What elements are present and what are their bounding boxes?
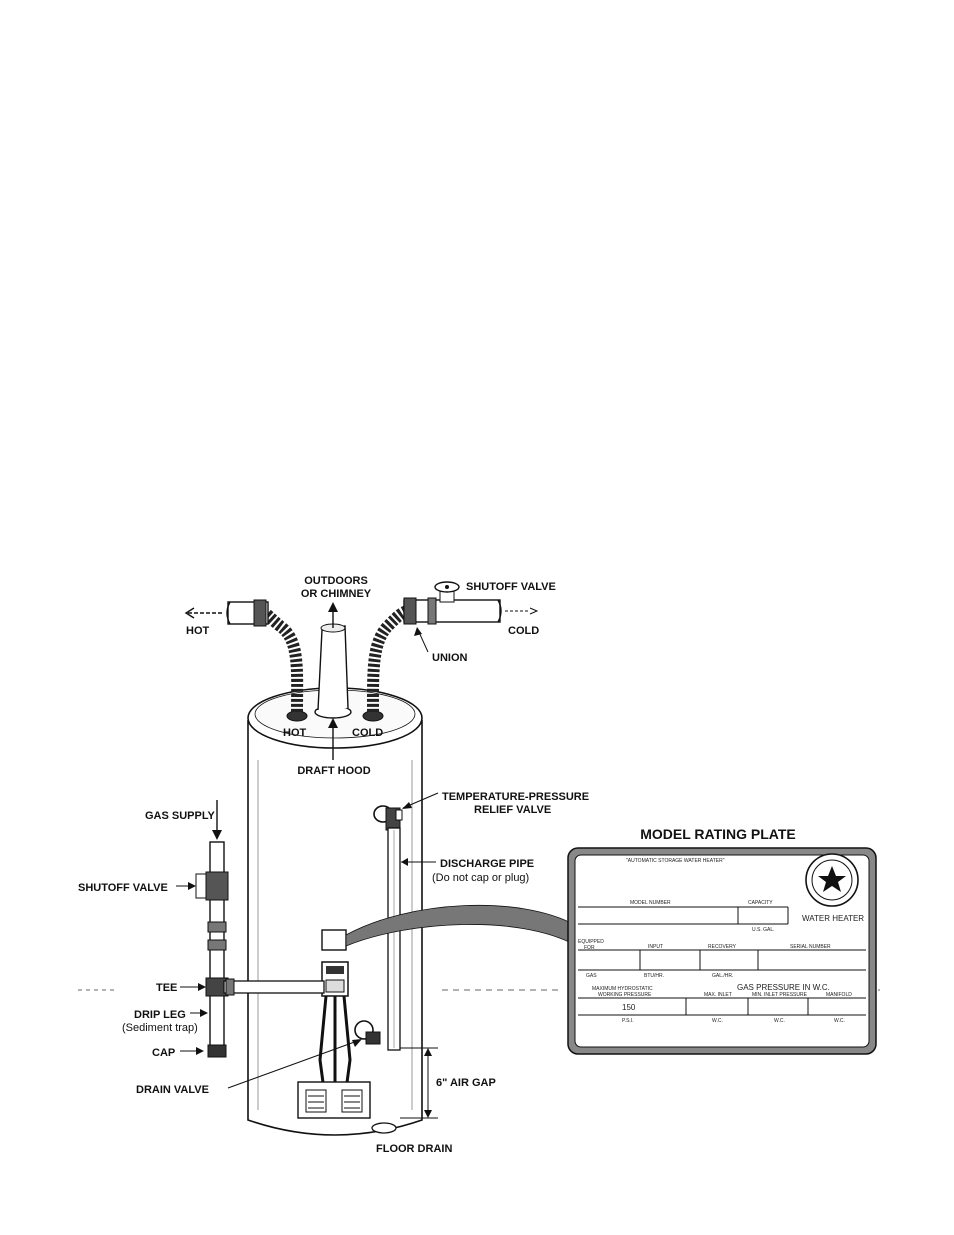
plate-input: INPUT (648, 944, 663, 950)
label-hot-pipe: HOT (186, 625, 210, 637)
plate-max-hydrostatic: MAXIMUM HYDROSTATIC (592, 986, 653, 992)
plate-capacity: CAPACITY (748, 900, 773, 906)
cold-fitting (362, 710, 384, 722)
label-tee: TEE (156, 982, 177, 994)
plate-serial-number: SERIAL NUMBER (790, 944, 831, 950)
gas-supply-piping (195, 841, 325, 1058)
label-gas-supply: GAS SUPPLY (145, 810, 216, 822)
label-floor-drain: FLOOR DRAIN (376, 1143, 452, 1155)
cold-flex-connector (366, 604, 412, 713)
label-cold-pipe: COLD (508, 625, 539, 637)
label-sediment: (Sediment trap) (122, 1022, 198, 1034)
rating-plate-on-tank (321, 929, 347, 951)
plate-recovery: RECOVERY (708, 944, 737, 950)
plate-wc-2: W.C. (774, 1018, 785, 1024)
plate-wc-1: W.C. (712, 1018, 723, 1024)
plate-btu-hr: BTU/HR. (644, 973, 664, 979)
label-discharge-2: (Do not cap or plug) (432, 872, 529, 884)
discharge-pipe (387, 827, 401, 1051)
label-tp-valve-1: TEMPERATURE-PRESSURE (442, 791, 589, 803)
plate-gas: GAS (586, 973, 597, 979)
plate-equipped: EQUIPPED (578, 939, 604, 945)
label-drip-leg: DRIP LEG (134, 1009, 186, 1021)
burner-access-door (297, 1081, 371, 1119)
plate-title: MODEL RATING PLATE (640, 826, 796, 842)
plate-max-inlet: MAX. INLET (704, 992, 732, 998)
label-shutoff-top: SHUTOFF VALVE (466, 581, 556, 593)
gas-control-valve (321, 961, 349, 997)
draft-hood (314, 623, 352, 719)
plate-min-inlet: MIN. INLET PRESSURE (752, 992, 808, 998)
plate-heading: "AUTOMATIC STORAGE WATER HEATER" (626, 858, 725, 864)
certification-seal (805, 853, 859, 907)
floor-drain (371, 1122, 397, 1134)
label-union: UNION (432, 652, 468, 664)
plate-water-heater: WATER HEATER (802, 914, 864, 923)
label-outdoors: OUTDOORS (304, 575, 368, 587)
cold-supply-pipe (403, 597, 502, 625)
label-air-gap: 6" AIR GAP (436, 1077, 496, 1089)
plate-pressure-value: 150 (622, 1003, 636, 1012)
plate-manifold: MANIFOLD (826, 992, 852, 998)
top-shutoff-valve (434, 581, 460, 603)
label-draft-hood: DRAFT HOOD (297, 765, 370, 777)
plate-working-pressure: WORKING PRESSURE (598, 992, 652, 998)
plate-psi: P.S.I. (622, 1018, 634, 1024)
plate-gas-pressure: GAS PRESSURE IN W.C. (737, 983, 830, 992)
drain-valve (354, 1020, 381, 1045)
plate-us-gal: U.S. GAL. (752, 927, 775, 933)
plate-wc-3: W.C. (834, 1018, 845, 1024)
plate-gal-hr: GAL./HR. (712, 973, 733, 979)
plate-model-number: MODEL NUMBER (630, 900, 671, 906)
label-tp-valve-2: RELIEF VALVE (474, 804, 551, 816)
label-drain-valve: DRAIN VALVE (136, 1084, 209, 1096)
label-hot-top: HOT (283, 727, 307, 739)
hot-fitting (286, 710, 308, 722)
hot-supply-pipe (226, 599, 269, 627)
label-cap: CAP (152, 1047, 175, 1059)
label-chimney: OR CHIMNEY (301, 588, 372, 600)
model-rating-plate: "AUTOMATIC STORAGE WATER HEATER" MODEL N… (567, 847, 877, 1055)
plate-for: FOR (584, 945, 595, 951)
label-discharge-1: DISCHARGE PIPE (440, 858, 534, 870)
tp-relief-valve (373, 805, 403, 831)
label-cold-top: COLD (352, 727, 383, 739)
label-shutoff-side: SHUTOFF VALVE (78, 882, 168, 894)
